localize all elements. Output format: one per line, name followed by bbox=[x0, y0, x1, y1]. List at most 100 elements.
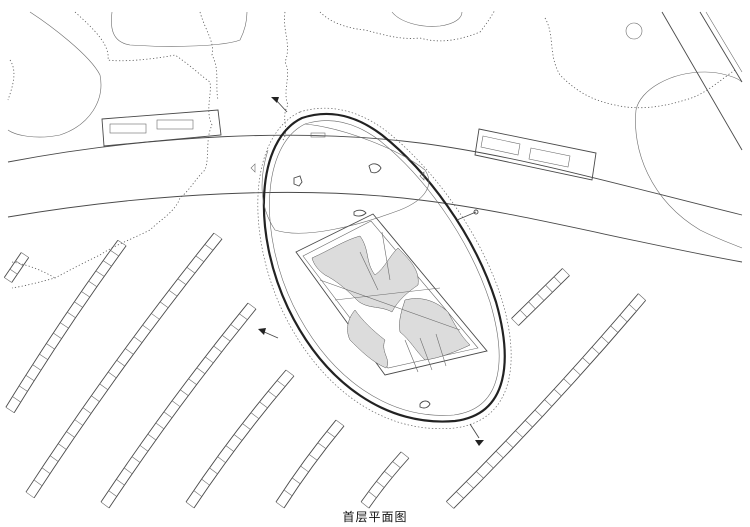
parking-stall-divider bbox=[384, 471, 393, 478]
parking-strip bbox=[446, 293, 647, 509]
entrance-arrow-west bbox=[258, 328, 279, 339]
parking-stall-divider bbox=[100, 501, 110, 509]
parking-stall-divider bbox=[528, 301, 536, 310]
parking-stall-divider bbox=[39, 353, 48, 360]
rail-lines bbox=[661, 11, 743, 151]
parking-stall-divider bbox=[300, 465, 309, 473]
parking-stall-divider bbox=[151, 313, 160, 320]
parking-strips bbox=[3, 232, 647, 509]
parking-stall-divider bbox=[276, 380, 286, 387]
parking-stall-divider bbox=[88, 280, 98, 287]
entrance-arrow-east bbox=[456, 209, 479, 221]
parking-stall-divider bbox=[21, 252, 29, 258]
parking-stall-divider bbox=[446, 501, 454, 509]
parking-stall-divider bbox=[317, 442, 327, 449]
building-left bbox=[101, 109, 222, 147]
parking-strip-edge bbox=[108, 308, 257, 509]
parking-stall-divider bbox=[15, 260, 24, 267]
parking-stall-divider bbox=[74, 301, 83, 308]
parking-strip-edge bbox=[368, 457, 410, 509]
parking-stall-divider bbox=[60, 322, 69, 329]
parking-stall-divider bbox=[33, 479, 43, 486]
parking-stall-divider bbox=[582, 357, 591, 365]
parking-stall-divider bbox=[102, 260, 112, 267]
egg-building bbox=[250, 107, 512, 430]
parking-stall-divider bbox=[163, 411, 173, 419]
parking-stall-divider bbox=[534, 409, 543, 418]
parking-stall-divider bbox=[116, 478, 125, 486]
parking-stall-divider bbox=[221, 334, 231, 342]
parking-strip-edge bbox=[446, 293, 639, 502]
parking-stall-divider bbox=[285, 369, 295, 377]
parking-stall-divider bbox=[544, 399, 553, 407]
parking-stall-divider bbox=[335, 419, 345, 427]
parking-stall-divider bbox=[108, 490, 117, 497]
parking-stall-divider bbox=[147, 433, 157, 441]
parking-stall-divider bbox=[619, 314, 628, 323]
parking-stall-divider bbox=[188, 378, 197, 385]
parking-stall-divider bbox=[25, 491, 35, 499]
parking-stall-divider bbox=[25, 374, 35, 382]
parking-strip bbox=[25, 232, 223, 499]
parking-stall-divider bbox=[5, 406, 15, 414]
parking-stall-divider bbox=[545, 284, 553, 293]
parking-stall-divider bbox=[591, 346, 600, 355]
parking-stall-divider bbox=[275, 501, 285, 509]
parking-strip-edge bbox=[13, 245, 127, 414]
parking-strip bbox=[5, 239, 127, 414]
parking-stall-divider bbox=[142, 324, 151, 332]
parking-stall-divider bbox=[58, 443, 67, 450]
parking-stall-divider bbox=[95, 270, 105, 277]
parking-stall-divider bbox=[46, 343, 55, 350]
parking-stall-divider bbox=[99, 383, 109, 390]
tree-canopies bbox=[7, 9, 736, 289]
parking-stall-divider bbox=[610, 325, 619, 333]
parking-stall-divider bbox=[291, 477, 301, 485]
parking-stall-divider bbox=[53, 332, 62, 339]
parking-stall-divider bbox=[485, 461, 494, 469]
parking-strip-edge bbox=[33, 238, 223, 499]
parking-stall-divider bbox=[515, 430, 524, 438]
parking-stall-divider bbox=[628, 304, 637, 312]
parking-stall-divider bbox=[392, 461, 401, 468]
parking-stall-divider bbox=[553, 276, 562, 285]
parking-stall-divider bbox=[511, 318, 519, 326]
parking-stall-divider bbox=[217, 456, 226, 463]
parking-stall-divider bbox=[326, 431, 336, 438]
parking-stall-divider bbox=[368, 491, 377, 498]
parking-stall-divider bbox=[204, 244, 214, 251]
parking-stall-divider bbox=[82, 407, 92, 414]
parking-stall-divider bbox=[123, 467, 133, 475]
parking-stall-divider bbox=[49, 455, 59, 462]
parking-stall-divider bbox=[116, 359, 125, 367]
parking-stall-divider bbox=[562, 268, 570, 276]
parking-strip bbox=[3, 252, 30, 283]
parking-stall-divider bbox=[247, 302, 257, 310]
parking-stall-divider bbox=[193, 490, 202, 497]
parking-strip bbox=[185, 369, 295, 509]
parking-stall-divider bbox=[131, 456, 141, 463]
building-right bbox=[474, 128, 597, 181]
drawing-title: 首层平面图 bbox=[342, 510, 408, 524]
buildings bbox=[101, 109, 597, 181]
parking-stall-divider bbox=[239, 313, 248, 320]
parking-stall-divider bbox=[209, 467, 218, 475]
parking-stall-divider bbox=[41, 467, 51, 474]
parking-strip-edge bbox=[275, 419, 337, 503]
parking-stall-divider bbox=[563, 378, 572, 386]
parking-stall-divider bbox=[12, 396, 21, 403]
parking-stall-divider bbox=[171, 400, 181, 407]
parking-stall-divider bbox=[201, 478, 210, 486]
parking-stall-divider bbox=[638, 293, 646, 301]
parking-stall-divider bbox=[495, 450, 504, 459]
parking-stall-divider bbox=[283, 489, 293, 497]
parking-strip-edge bbox=[193, 375, 295, 509]
parking-stall-divider bbox=[117, 239, 127, 247]
parking-stall-divider bbox=[250, 412, 260, 419]
parking-stall-divider bbox=[601, 336, 609, 344]
entrance-arrows bbox=[258, 97, 484, 446]
parking-stall-divider bbox=[110, 250, 119, 257]
parking-stall-divider bbox=[400, 451, 410, 459]
parking-stall-divider bbox=[466, 481, 474, 489]
parking-strip-edge bbox=[11, 257, 30, 283]
